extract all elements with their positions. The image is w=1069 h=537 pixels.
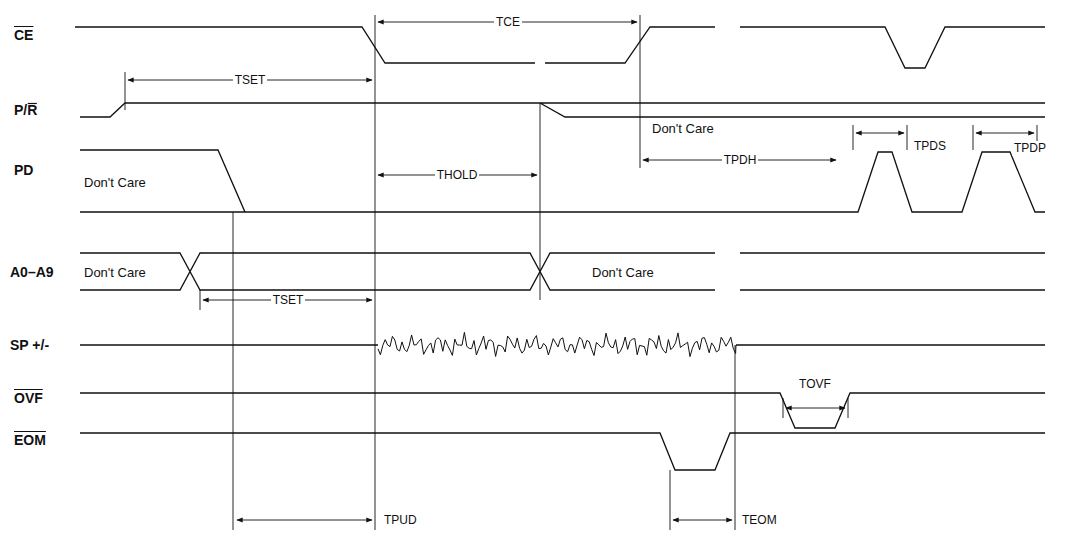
eom-waveform [80, 433, 1045, 470]
timing-label: TSET [271, 293, 306, 308]
pr-waveform [80, 103, 1045, 117]
signal-name: PD [12, 162, 35, 179]
tpud-dimension [237, 520, 372, 521]
tovf-dimension [786, 408, 845, 409]
tpds-dimension [856, 133, 904, 134]
dont-care-note: Don't Care [82, 265, 148, 280]
ovf-waveform [80, 393, 1045, 428]
timing-label: TOVF [797, 377, 833, 392]
reference-line [125, 15, 1037, 530]
dont-care-note: Don't Care [650, 121, 716, 136]
signal-name: A0–A9 [8, 264, 56, 281]
timing-label: TPDP [1012, 141, 1048, 156]
timing-label: THOLD [435, 168, 480, 183]
signal-name: OVF [12, 390, 45, 407]
ce-waveform [75, 27, 1045, 68]
dont-care-note: Don't Care [590, 265, 656, 280]
audio-signal [378, 332, 736, 356]
timing-label: TPUD [382, 513, 419, 528]
timing-label: TCE [494, 15, 522, 30]
signal-name: EOM [12, 432, 48, 449]
sp-waveform [80, 344, 1045, 345]
timing-label: TSET [233, 73, 268, 88]
timing-label: TEOM [740, 513, 779, 528]
timing-label: TPDS [912, 139, 948, 154]
pd-waveform [80, 150, 1045, 212]
tpdp-dimension [976, 133, 1034, 134]
timing-label: TPDH [722, 153, 759, 168]
signal-name: P/R [12, 102, 39, 119]
signal-name: SP +/- [8, 337, 51, 354]
teom-dimension [673, 520, 732, 521]
dont-care-note: Don't Care [82, 175, 148, 190]
signal-name: CE [12, 27, 35, 44]
address-waveform [80, 253, 1045, 290]
